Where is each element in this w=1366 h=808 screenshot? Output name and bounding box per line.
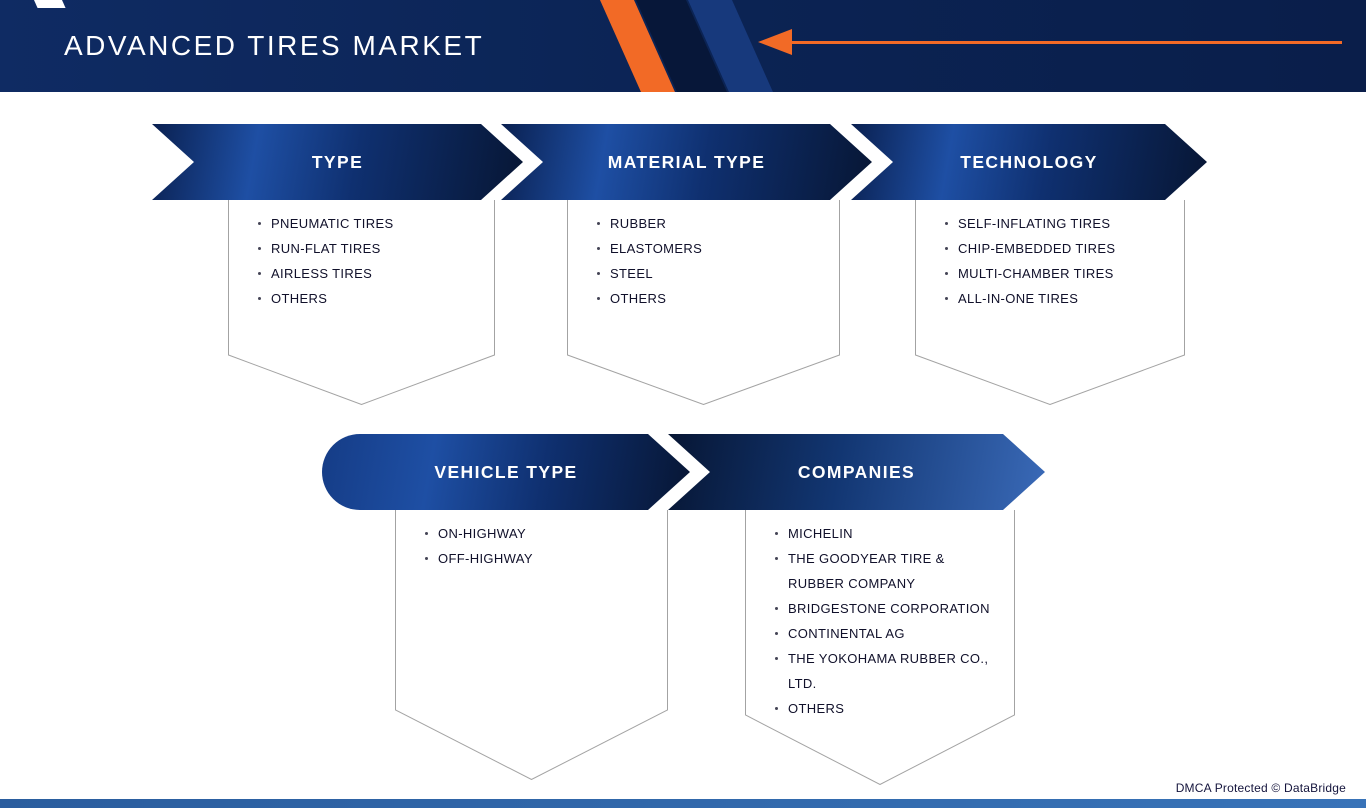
list-item-label: AIRLESS TIRES xyxy=(271,266,373,281)
banner-companies: COMPANIES xyxy=(668,434,1045,510)
panel-outline xyxy=(567,200,840,405)
panel-companies: MICHELIN THE GOODYEAR TIRE & RUBBER COMPA… xyxy=(745,510,1015,785)
panel-material-type: RUBBER ELASTOMERS STEEL OTHERS xyxy=(567,200,840,405)
list-item: AIRLESS TIRES xyxy=(256,261,481,286)
panel-technology: SELF-INFLATING TIRES CHIP-EMBEDDED TIRES M… xyxy=(915,200,1185,405)
banner-vehicle-type-label: VEHICLE TYPE xyxy=(434,461,578,482)
banner-technology-label: TECHNOLOGY xyxy=(960,151,1098,172)
list-item: OTHERS xyxy=(595,286,826,311)
list-item-label: MICHELIN xyxy=(788,526,853,541)
list-item-label: OTHERS xyxy=(271,291,328,306)
white-sliver-decoration xyxy=(34,0,66,8)
bullet-dot-icon xyxy=(775,657,778,660)
bullet-dot-icon xyxy=(775,707,778,710)
list-item: OTHERS xyxy=(256,286,481,311)
banner-material-type: MATERIAL TYPE xyxy=(501,124,872,200)
material-type-list: RUBBER ELASTOMERS STEEL OTHERS xyxy=(595,211,826,311)
bullet-dot-icon xyxy=(258,247,261,250)
list-item-label: MULTI-CHAMBER TIRES xyxy=(958,266,1114,281)
list-item-label: CONTINENTAL AG xyxy=(788,626,905,641)
bullet-dot-icon xyxy=(597,247,600,250)
left-arrow-icon xyxy=(758,29,792,55)
list-item: ALL-IN-ONE TIRES xyxy=(943,286,1171,311)
vehicle-type-list: ON-HIGHWAY OFF-HIGHWAY xyxy=(423,521,654,571)
bullet-dot-icon xyxy=(597,297,600,300)
bullet-dot-icon xyxy=(775,557,778,560)
list-item: MULTI-CHAMBER TIRES xyxy=(943,261,1171,286)
bullet-dot-icon xyxy=(425,557,428,560)
bullet-dot-icon xyxy=(597,222,600,225)
bullet-dot-icon xyxy=(945,297,948,300)
list-item: BRIDGESTONE CORPORATION xyxy=(773,596,1001,621)
panel-type: PNEUMATIC TIRES RUN-FLAT TIRES AIRLESS TIR… xyxy=(228,200,495,405)
type-list: PNEUMATIC TIRES RUN-FLAT TIRES AIRLESS TIR… xyxy=(256,211,481,311)
bullet-dot-icon xyxy=(945,222,948,225)
list-item: SELF-INFLATING TIRES xyxy=(943,211,1171,236)
bullet-dot-icon xyxy=(258,272,261,275)
list-item-label: OTHERS xyxy=(788,701,845,716)
list-item-label: RUN-FLAT TIRES xyxy=(271,241,381,256)
bullet-dot-icon xyxy=(945,272,948,275)
bullet-dot-icon xyxy=(775,607,778,610)
bullet-dot-icon xyxy=(258,222,261,225)
list-item: THE GOODYEAR TIRE & RUBBER COMPANY xyxy=(773,546,1001,596)
dmca-notice: DMCA Protected © DataBridge xyxy=(1175,781,1346,795)
list-item-label: ELASTOMERS xyxy=(610,241,703,256)
list-item-label: ALL-IN-ONE TIRES xyxy=(958,291,1079,306)
list-item-label: PNEUMATIC TIRES xyxy=(271,216,394,231)
list-item-label: OTHERS xyxy=(610,291,667,306)
banner-type-label: TYPE xyxy=(311,151,364,172)
banner-companies-label: COMPANIES xyxy=(797,461,916,482)
bullet-dot-icon xyxy=(425,532,428,535)
list-item: CONTINENTAL AG xyxy=(773,621,1001,646)
banner-material-type-label: MATERIAL TYPE xyxy=(607,151,766,172)
list-item: STEEL xyxy=(595,261,826,286)
list-item: OTHERS xyxy=(773,696,1001,721)
bullet-dot-icon xyxy=(258,297,261,300)
list-item-label: OFF-HIGHWAY xyxy=(438,551,533,566)
list-item: OFF-HIGHWAY xyxy=(423,546,654,571)
list-item-label: SELF-INFLATING TIRES xyxy=(958,216,1111,231)
panel-outline xyxy=(745,510,1015,785)
list-item-label: CHIP-EMBEDDED TIRES xyxy=(958,241,1116,256)
bottom-accent-bar xyxy=(0,799,1366,808)
bullet-dot-icon xyxy=(775,532,778,535)
banner-technology: TECHNOLOGY xyxy=(851,124,1207,200)
list-item: ON-HIGHWAY xyxy=(423,521,654,546)
list-item: RUN-FLAT TIRES xyxy=(256,236,481,261)
list-item-label: THE GOODYEAR TIRE & RUBBER COMPANY xyxy=(788,551,945,591)
companies-list: MICHELIN THE GOODYEAR TIRE & RUBBER COMPA… xyxy=(773,521,1001,721)
list-item: RUBBER xyxy=(595,211,826,236)
bullet-dot-icon xyxy=(597,272,600,275)
list-item-label: STEEL xyxy=(610,266,653,281)
list-item: MICHELIN xyxy=(773,521,1001,546)
technology-list: SELF-INFLATING TIRES CHIP-EMBEDDED TIRES M… xyxy=(943,211,1171,311)
list-item-label: BRIDGESTONE CORPORATION xyxy=(788,601,990,616)
page-title: ADVANCED TIRES MARKET xyxy=(64,30,485,61)
list-item: ELASTOMERS xyxy=(595,236,826,261)
list-item: THE YOKOHAMA RUBBER CO., LTD. xyxy=(773,646,1001,696)
list-item-label: THE YOKOHAMA RUBBER CO., LTD. xyxy=(788,651,989,691)
panel-outline xyxy=(395,510,668,780)
list-item-label: ON-HIGHWAY xyxy=(438,526,526,541)
list-item: PNEUMATIC TIRES xyxy=(256,211,481,236)
panel-outline xyxy=(228,200,495,405)
banner-type: TYPE xyxy=(152,124,523,200)
list-item-label: RUBBER xyxy=(610,216,667,231)
list-item: CHIP-EMBEDDED TIRES xyxy=(943,236,1171,261)
bullet-dot-icon xyxy=(775,632,778,635)
panel-outline xyxy=(915,200,1185,405)
pointer-line xyxy=(790,41,1342,44)
bullet-dot-icon xyxy=(945,247,948,250)
header-banner: ADVANCED TIRES MARKET xyxy=(0,0,1366,92)
panel-vehicle-type: ON-HIGHWAY OFF-HIGHWAY xyxy=(395,510,668,780)
banner-vehicle-type: VEHICLE TYPE xyxy=(322,434,690,510)
